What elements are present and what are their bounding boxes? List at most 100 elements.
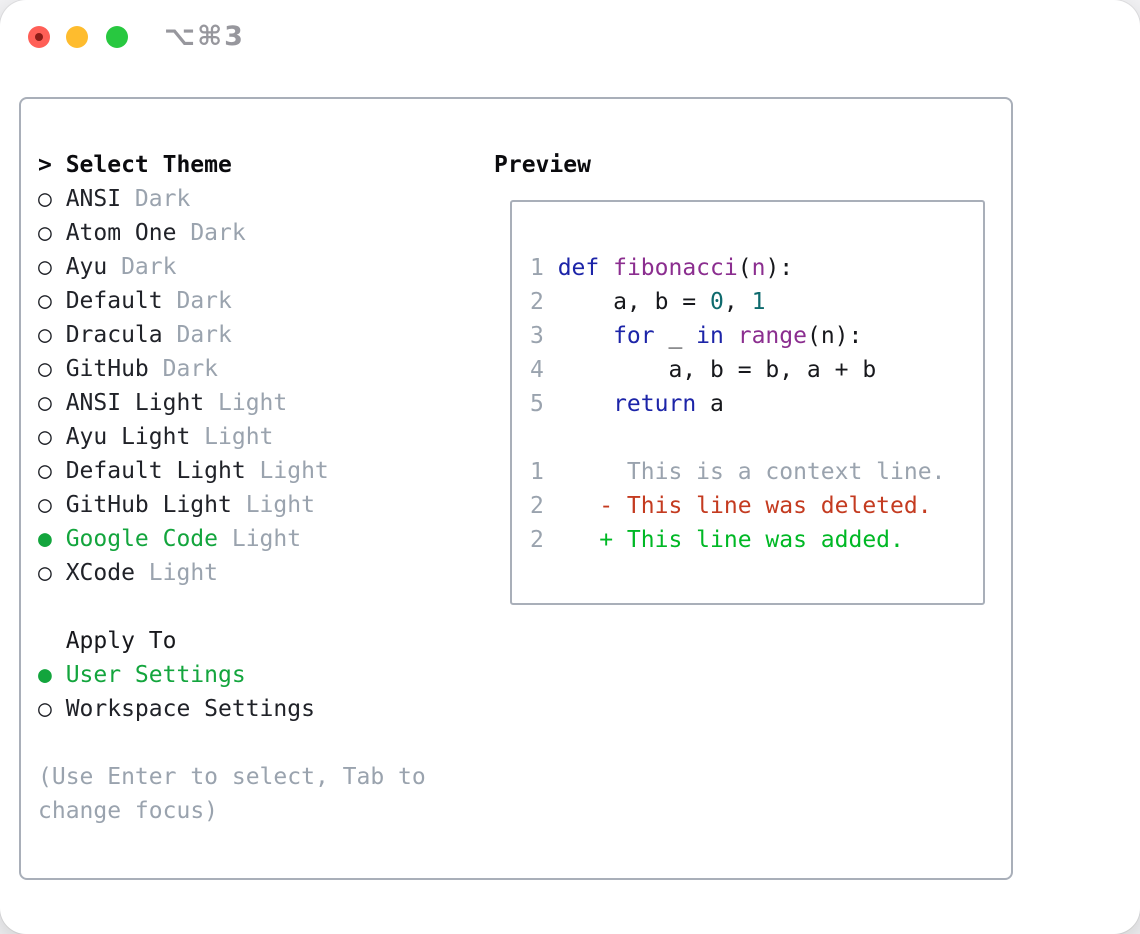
preview-title: Preview (494, 152, 591, 178)
theme-variant-tag: Dark (162, 356, 219, 382)
theme-option-atom-one-dark[interactable]: ○ Atom One Dark (38, 216, 426, 250)
code-token: ): (765, 255, 794, 281)
code-token (724, 323, 738, 349)
theme-variant-tag: Light (204, 424, 274, 450)
theme-variant-tag: Dark (121, 254, 177, 280)
theme-name: ANSI (65, 186, 122, 212)
line-number: 3 (530, 323, 544, 349)
radio-icon: ○ (38, 186, 52, 212)
radio-icon: ○ (38, 424, 52, 450)
code-token (599, 255, 613, 281)
theme-variant-tag: Dark (176, 288, 232, 314)
theme-variant-tag: Dark (134, 186, 191, 212)
code-token: range (737, 323, 807, 349)
apply-option-name: User Settings (65, 662, 246, 688)
theme-variant-tag: Dark (176, 322, 232, 348)
theme-option-ayu-dark[interactable]: ○ Ayu Dark (38, 250, 426, 284)
code-token: _ (654, 323, 697, 349)
radio-icon: ○ (38, 492, 52, 518)
diff-line-context: 1 This is a context line. (530, 455, 983, 489)
close-button[interactable] (28, 26, 50, 48)
theme-name: Default Light (65, 458, 246, 484)
radio-icon: ○ (38, 288, 52, 314)
code-token: a (696, 391, 724, 417)
line-number: 2 (530, 493, 544, 519)
code-token: ( (737, 255, 752, 281)
theme-name: Atom One (65, 220, 177, 246)
theme-name: ANSI Light (65, 390, 205, 416)
theme-variant-tag: Light (245, 492, 315, 518)
code-token: return (613, 391, 697, 417)
hint-text-line-1: (Use Enter to select, Tab to (38, 764, 426, 790)
theme-name: Ayu (65, 254, 108, 280)
theme-name: XCode (65, 560, 135, 586)
theme-variant-tag: Light (259, 458, 329, 484)
theme-variant-tag: Dark (190, 220, 246, 246)
radio-selected-icon: ● (38, 526, 52, 552)
radio-icon: ○ (38, 220, 52, 246)
theme-name: Default (65, 288, 163, 314)
theme-option-ayu-light[interactable]: ○ Ayu Light Light (38, 420, 426, 454)
theme-variant-tag: Light (231, 526, 302, 552)
radio-icon: ○ (38, 254, 52, 280)
theme-option-xcode-light[interactable]: ○ XCode Light (38, 556, 426, 590)
theme-variant-tag: Light (218, 390, 288, 416)
code-token: a, b = (557, 289, 711, 315)
theme-name: Ayu Light (65, 424, 191, 450)
theme-option-github-light[interactable]: ○ GitHub Light Light (38, 488, 426, 522)
theme-option-dracula-dark[interactable]: ○ Dracula Dark (38, 318, 426, 352)
zoom-button[interactable] (106, 26, 128, 48)
theme-variant-tag: Light (148, 560, 219, 586)
unsaved-indicator-dot-icon (35, 33, 43, 41)
radio-selected-icon: ● (38, 662, 52, 688)
radio-icon: ○ (38, 390, 52, 416)
cursor-icon: > (38, 152, 52, 178)
radio-icon: ○ (38, 560, 52, 586)
keyboard-hint: (Use Enter to select, Tab to change focu… (38, 760, 426, 828)
line-number: 2 (530, 527, 544, 553)
code-token: for (613, 323, 655, 349)
code-line: 2 a, b = 0, 1 (530, 285, 983, 319)
diff-added-text: + This line was added. (557, 527, 904, 553)
code-token: n (751, 255, 766, 281)
theme-option-ansi-dark[interactable]: ○ ANSI Dark (38, 182, 426, 216)
diff-line-added: 2 + This line was added. (530, 523, 983, 557)
code-token: 0 (710, 289, 724, 315)
theme-option-google-code-light[interactable]: ● Google Code Light (38, 522, 426, 556)
code-token: def (557, 255, 600, 281)
code-token: , (723, 289, 752, 315)
theme-option-default-dark[interactable]: ○ Default Dark (38, 284, 426, 318)
theme-name: GitHub (65, 356, 149, 382)
radio-icon: ○ (38, 322, 52, 348)
line-number: 1 (530, 459, 544, 485)
minimize-button[interactable] (66, 26, 88, 48)
code-token: a, b = b, a + b (557, 357, 877, 383)
diff-deleted-text: - This line was deleted. (557, 493, 932, 519)
code-line: 4 a, b = b, a + b (530, 353, 983, 387)
line-number: 4 (530, 357, 544, 383)
line-number: 1 (530, 255, 544, 281)
code-token: (n): (806, 323, 863, 349)
theme-name: Google Code (65, 526, 219, 552)
theme-name: Dracula (65, 322, 163, 348)
code-token: fibonacci (613, 255, 738, 281)
select-theme-header: >Select Theme (38, 148, 426, 182)
line-number: 2 (530, 289, 544, 315)
theme-name: GitHub Light (65, 492, 232, 518)
apply-option-name: Workspace Settings (65, 696, 315, 722)
apply-to-header: Apply To (38, 624, 426, 658)
code-token (558, 391, 613, 417)
apply-to-label: Apply To (65, 628, 177, 654)
code-line: 1 def fibonacci(n): (530, 251, 983, 285)
hint-text-line-2: change focus) (38, 798, 219, 824)
apply-option-user-settings[interactable]: ● User Settings (38, 658, 426, 692)
theme-option-ansi-light[interactable]: ○ ANSI Light Light (38, 386, 426, 420)
apply-option-workspace-settings[interactable]: ○Workspace Settings (38, 692, 426, 726)
